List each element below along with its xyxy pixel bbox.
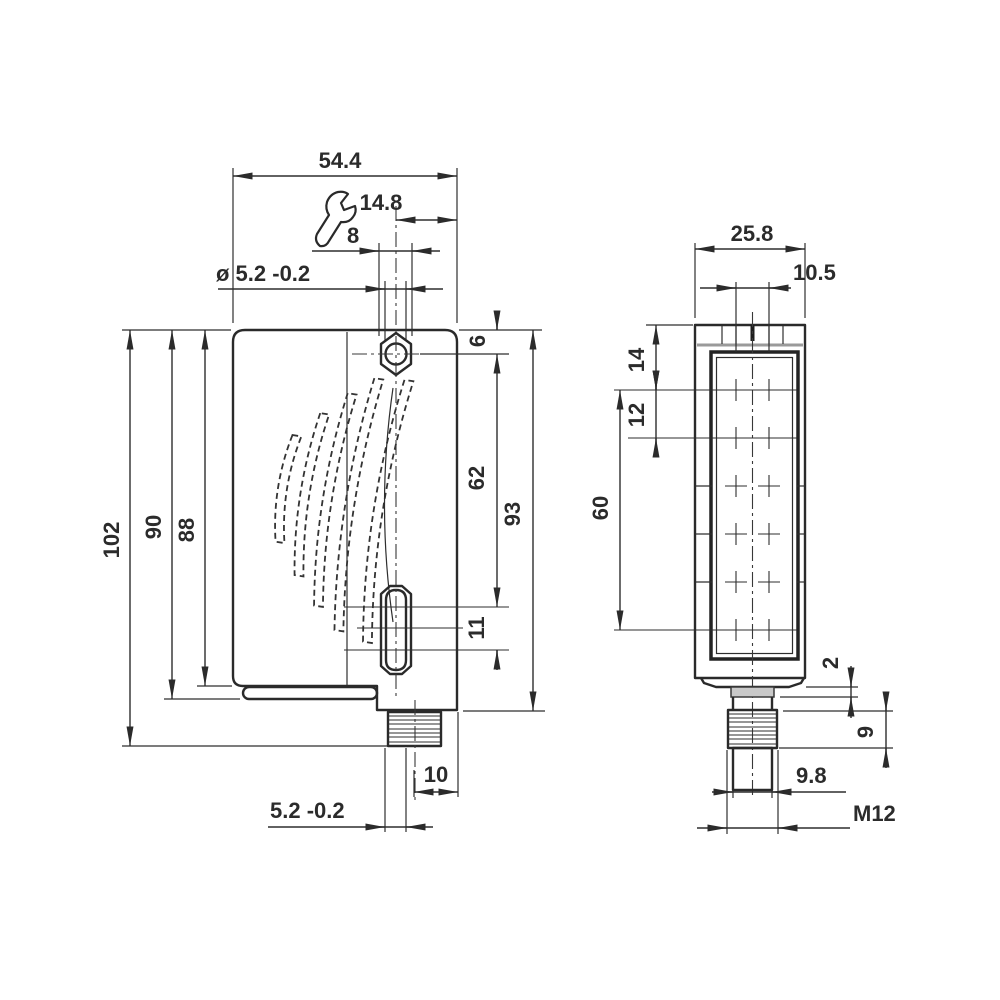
dim-front-width: 54.4 — [232, 148, 458, 323]
dim-slot-length: 11 — [464, 616, 501, 670]
dim-label-top-to-first-axis: 14 — [624, 347, 649, 372]
dim-axes-span: 60 — [588, 390, 624, 630]
dim-label-collar-height: 2 — [818, 657, 843, 669]
side-view: 25.8 10.5 14 12 60 — [588, 221, 896, 834]
dim-connector-diameter: 9.8 — [712, 763, 846, 796]
dim-hole-diameter: ø 5.2 -0.2 — [216, 261, 443, 340]
dim-label-thread-length: 9 — [853, 726, 878, 738]
dim-label-body-height: 88 — [174, 518, 199, 542]
dim-label-connector-diameter: 9.8 — [796, 763, 827, 788]
m12-connector-front — [386, 700, 443, 800]
dim-height-to-connector-step: 93 — [500, 330, 537, 711]
dim-label-axis-pitch: 12 — [624, 403, 649, 427]
dim-collar-height: 2 — [818, 657, 855, 718]
dim-connector-center-to-edge: 10 — [414, 762, 458, 796]
dim-label-connector-to-edge: 10 — [424, 762, 448, 787]
side-window-frame-inner — [715, 356, 794, 655]
wrench-icon — [314, 190, 357, 248]
dim-body-height: 88 — [174, 330, 209, 686]
dim-height-with-lip: 90 — [141, 330, 176, 699]
front-body — [231, 328, 459, 712]
dim-top-to-first-axis: 14 — [624, 325, 660, 390]
dim-wrench-size: 8 — [312, 223, 440, 336]
dim-label-side-width: 25.8 — [731, 221, 774, 246]
dim-label-slot-length: 11 — [464, 616, 489, 639]
dim-thread-length: 9 — [853, 691, 890, 768]
dim-connector-thread: M12 — [697, 801, 896, 832]
lens-waves — [274, 377, 415, 645]
dim-hole-to-edge: 14.8 — [360, 190, 457, 224]
dim-hole-center-from-top: 6 — [465, 310, 501, 347]
dim-label-axis-spacing: 10.5 — [793, 260, 836, 285]
optical-axes-grid — [614, 379, 805, 641]
dim-axis-pitch: 12 — [624, 370, 660, 458]
side-body — [693, 323, 807, 680]
mounting-slot-bottom — [344, 584, 509, 676]
dim-label-height-to-step: 93 — [500, 502, 525, 526]
side-top-band — [697, 325, 803, 347]
dim-overall-height: 102 — [99, 330, 134, 746]
dim-slot-width: 5.2 -0.2 — [268, 798, 433, 831]
side-window-frame — [709, 350, 800, 661]
dim-label-hole-to-edge: 14.8 — [360, 190, 403, 215]
dim-optical-axis-spacing: 10.5 — [700, 260, 836, 352]
dim-label-connector-thread: M12 — [853, 801, 896, 826]
bottom-lip — [241, 685, 379, 701]
m12-connector-side — [699, 677, 806, 792]
dim-label-wrench-size: 8 — [347, 223, 359, 248]
front-view: 54.4 14.8 8 ø 5.2 -0.2 — [99, 148, 545, 832]
dim-label-axes-span: 60 — [588, 496, 613, 520]
dim-label-front-width: 54.4 — [319, 148, 363, 173]
dim-hole-to-slot: 62 — [464, 354, 501, 607]
dim-label-hole-center-from-top: 6 — [465, 335, 490, 347]
dim-label-overall-height: 102 — [99, 522, 124, 559]
dim-label-slot-width: 5.2 -0.2 — [270, 798, 345, 823]
dim-label-hole-diameter: ø 5.2 -0.2 — [216, 261, 310, 286]
dim-label-hole-to-slot: 62 — [464, 466, 489, 490]
dim-side-width: 25.8 — [694, 221, 806, 318]
dim-label-height-with-lip: 90 — [141, 515, 166, 539]
